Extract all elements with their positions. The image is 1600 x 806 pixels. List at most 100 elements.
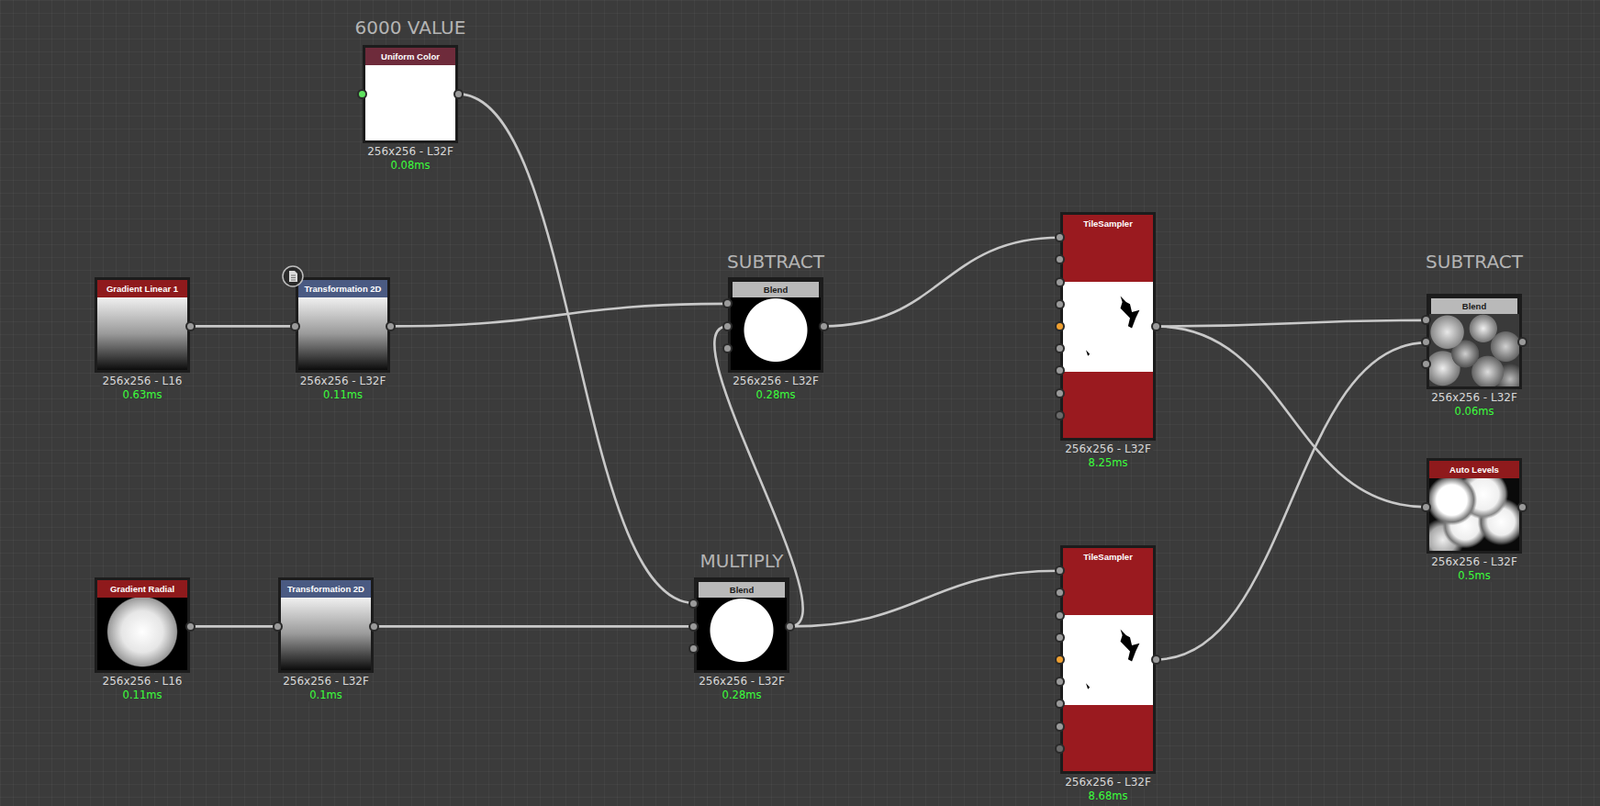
graph-node: Uniform Color256x256 - L32F0.08ms6000 VA… [362, 44, 459, 144]
node-title: Blend [763, 284, 788, 295]
input-pin [1054, 743, 1065, 754]
input-pin [1420, 502, 1432, 513]
node-resolution: 256x256 - L32F [280, 674, 371, 688]
comment-heading: MULTIPLY [697, 549, 785, 572]
node-resolution: 256x256 - L16 [100, 674, 185, 688]
input-pin [1054, 632, 1065, 643]
node-title: Uniform Color [380, 51, 440, 62]
tile-shape [1062, 232, 1153, 438]
node-header: Transformation 2D [298, 279, 388, 298]
node-title: Blend [729, 584, 754, 595]
node-thumbnail [298, 297, 388, 370]
wire-connector [1155, 320, 1427, 327]
input-pin [1054, 721, 1065, 732]
tile-splotch [1085, 629, 1140, 690]
node-header: Uniform Color [365, 47, 456, 66]
output-pin [1517, 336, 1528, 347]
node-title: TileSampler [1083, 218, 1133, 229]
node-thumbnail [1062, 232, 1153, 438]
comment-heading: SUBTRACT [1423, 250, 1525, 273]
comment-heading: 6000 VALUE [353, 16, 469, 39]
node-resolution: 256x256 - L32F [298, 374, 389, 388]
node-timing: 0.08ms [389, 159, 433, 172]
graph-node: Transformation 2D256x256 - L32F0.1ms [278, 577, 374, 673]
node-timing: 0.63ms [121, 389, 165, 402]
comment-icon [282, 266, 303, 287]
node-resolution: 256x256 - L32F [1062, 442, 1153, 456]
input-pin [1054, 410, 1065, 421]
node-header: Blend [698, 581, 785, 598]
node-title: Gradient Linear 1 [106, 283, 179, 294]
node-title: Auto Levels [1449, 464, 1500, 475]
node-timing: 0.11ms [121, 689, 165, 702]
node-thumbnail [1429, 313, 1520, 387]
output-pin [784, 621, 795, 632]
graph-node: Transformation 2D256x256 - L32F0.11ms [295, 277, 391, 373]
node-resolution: 256x256 - L32F [1062, 775, 1153, 789]
node-header: Auto Levels [1429, 460, 1520, 479]
node-resolution: 256x256 - L32F [1429, 555, 1520, 569]
input-pin [272, 621, 283, 632]
node-title: Transformation 2D [287, 583, 365, 594]
output-pin [369, 621, 380, 632]
tile-splotch [1085, 296, 1140, 357]
graph-node: Blend256x256 - L32F0.06msSUBTRACT [1426, 293, 1522, 390]
node-title: Blend [1462, 301, 1487, 312]
node-thumbnail [696, 597, 787, 671]
input-pin [1054, 277, 1065, 288]
node-thumbnail [97, 597, 188, 671]
input-pin [1420, 336, 1432, 347]
node-thumbnail [365, 65, 456, 141]
wire-connector [390, 303, 728, 326]
graph-node: TileSampler256x256 - L32F8.68ms [1060, 545, 1156, 774]
node-timing: 8.25ms [1086, 457, 1131, 470]
wire-connector [789, 570, 1061, 627]
node-title: Gradient Radial [110, 583, 175, 594]
input-pin [290, 321, 301, 332]
graph-node: Gradient Radial256x256 - L160.11ms [94, 577, 191, 673]
node-thumbnail [280, 597, 371, 671]
node-resolution: 256x256 - L32F [365, 145, 456, 158]
node-resolution: 256x256 - L32F [696, 674, 787, 688]
input-pin [357, 89, 368, 100]
node-resolution: 256x256 - L32F [1429, 391, 1520, 404]
input-pin [1054, 388, 1065, 399]
node-thumbnail [730, 297, 821, 370]
tile-shape [1062, 565, 1153, 772]
output-pin [185, 321, 196, 332]
node-timing: 0.28ms [720, 689, 764, 702]
wire-connector [458, 93, 694, 603]
node-timing: 8.68ms [1086, 790, 1131, 803]
node-thumbnail [1062, 565, 1153, 772]
node-header: Blend [1431, 298, 1518, 314]
wire-connector [1155, 342, 1427, 660]
graph-node: TileSampler256x256 - L32F8.25ms [1060, 212, 1156, 441]
comment-heading: SUBTRACT [725, 250, 827, 273]
output-pin [1151, 654, 1162, 665]
graph-node: Auto Levels256x256 - L32F0.5ms [1426, 458, 1522, 554]
node-thumbnail [1429, 478, 1520, 551]
input-pin [1054, 299, 1065, 310]
wire-connector [823, 237, 1061, 327]
input-pin [1054, 654, 1065, 665]
graph-node: Gradient Linear 1256x256 - L160.63ms [94, 277, 191, 373]
node-title: Transformation 2D [304, 283, 382, 294]
output-pin [385, 321, 396, 332]
node-timing: 0.5ms [1455, 570, 1492, 582]
node-title: TileSampler [1083, 551, 1133, 562]
output-pin [453, 89, 464, 100]
wire-connector [373, 625, 694, 628]
node-header: Gradient Radial [97, 580, 188, 598]
wire-connector [190, 324, 296, 328]
input-pin [722, 321, 733, 332]
input-pin [1054, 610, 1065, 621]
node-header: Blend [732, 281, 819, 298]
node-timing: 0.11ms [321, 389, 365, 402]
input-pin [1054, 321, 1065, 332]
node-thumbnail [97, 297, 188, 370]
node-resolution: 256x256 - L16 [100, 374, 185, 388]
graph-node: Blend256x256 - L32F0.28msSUBTRACT [727, 277, 824, 373]
